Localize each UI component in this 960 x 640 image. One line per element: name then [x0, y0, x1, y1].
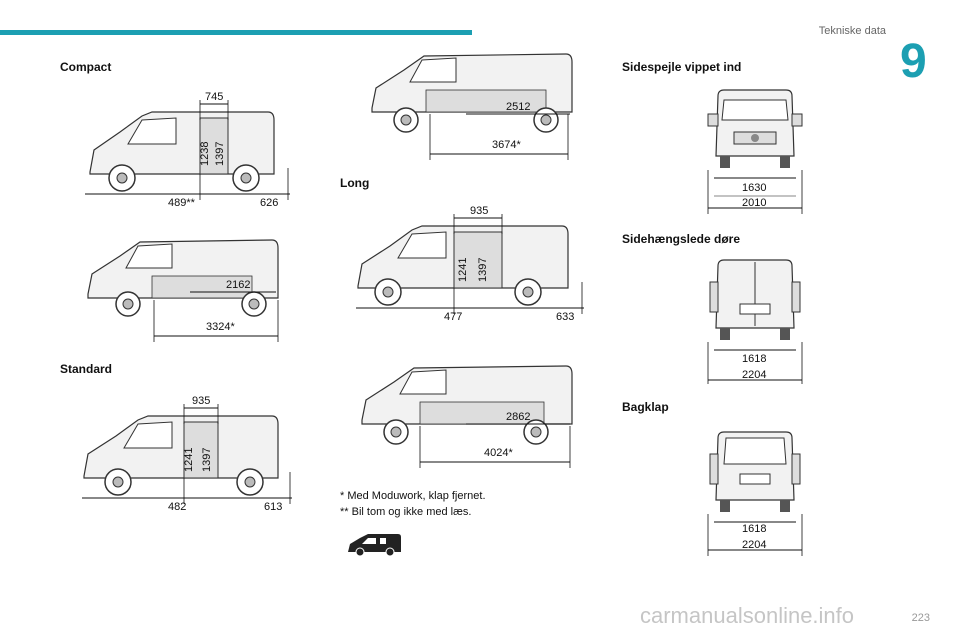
compact-left-label: 489**: [168, 197, 196, 209]
mirrors-outer-label: 2010: [742, 197, 766, 209]
long-width-label: 935: [470, 205, 488, 217]
section-mirrors: Sidespejle vippet ind: [622, 60, 742, 74]
compact-width-label: 745: [205, 91, 223, 103]
watermark: carmanualsonline.info: [640, 603, 855, 628]
long1-outer-length-label: 3674*: [492, 139, 521, 151]
section-tailgate: Bagklap: [622, 400, 669, 414]
standard-left-label: 482: [168, 501, 186, 513]
long-right-label: 633: [556, 311, 574, 323]
section-side-doors: Sidehængslede døre: [622, 232, 741, 246]
tailgate-outer-label: 2204: [742, 539, 766, 551]
long2-outer-length-label: 4024*: [484, 447, 513, 459]
page-number: 223: [911, 612, 930, 624]
footnote-empty-vehicle: ** Bil tom og ikke med læs.: [340, 506, 472, 518]
long1-inner-length-label: 2512: [506, 101, 530, 113]
compact-cargo-figure: 745 1238 1397 489** 626: [85, 91, 290, 209]
side-doors-inner-label: 1618: [742, 353, 766, 365]
standard-right-label: 613: [264, 501, 282, 513]
mirrors-front-figure: 1630 2010: [707, 89, 803, 214]
compact-inner-length-label: 2162: [226, 279, 250, 291]
long-h1-label: 1241: [457, 258, 469, 282]
section-compact: Compact: [60, 60, 112, 74]
standard-h2-label: 1397: [201, 448, 213, 472]
vehicle-silhouette-icon: [348, 534, 401, 557]
standard-cargo-figure: 935 1241 1397 482 613: [82, 395, 292, 513]
tailgate-rear-figure: 1618 2204: [707, 431, 803, 556]
header-title: Tekniske data: [818, 25, 886, 37]
header-accent-bar: [0, 30, 472, 35]
compact-h1-label: 1238: [199, 142, 211, 166]
long-length-figure-2: 2862 4024*: [361, 365, 573, 468]
compact-right-label: 626: [260, 197, 278, 209]
standard-width-label: 935: [192, 395, 210, 407]
compact-length-figure: 2162 3324*: [87, 239, 279, 342]
compact-h2-label: 1397: [214, 142, 226, 166]
long-left-label: 477: [444, 311, 462, 323]
long2-inner-length-label: 2862: [506, 411, 530, 423]
chapter-number: 9: [900, 35, 927, 88]
tailgate-inner-label: 1618: [742, 523, 766, 535]
section-long: Long: [340, 176, 370, 190]
side-doors-rear-figure: 1618 2204: [707, 259, 803, 384]
section-standard: Standard: [60, 362, 113, 376]
footnote-moduwork: * Med Moduwork, klap fjernet.: [340, 490, 486, 502]
long-length-figure-1: 2512 3674*: [371, 53, 573, 160]
side-doors-outer-label: 2204: [742, 369, 766, 381]
compact-outer-length-label: 3324*: [206, 321, 235, 333]
standard-h1-label: 1241: [183, 448, 195, 472]
long-h2-label: 1397: [477, 258, 489, 282]
mirrors-inner-label: 1630: [742, 182, 766, 194]
long-cargo-figure: 935 1241 1397 477 633: [356, 205, 584, 323]
